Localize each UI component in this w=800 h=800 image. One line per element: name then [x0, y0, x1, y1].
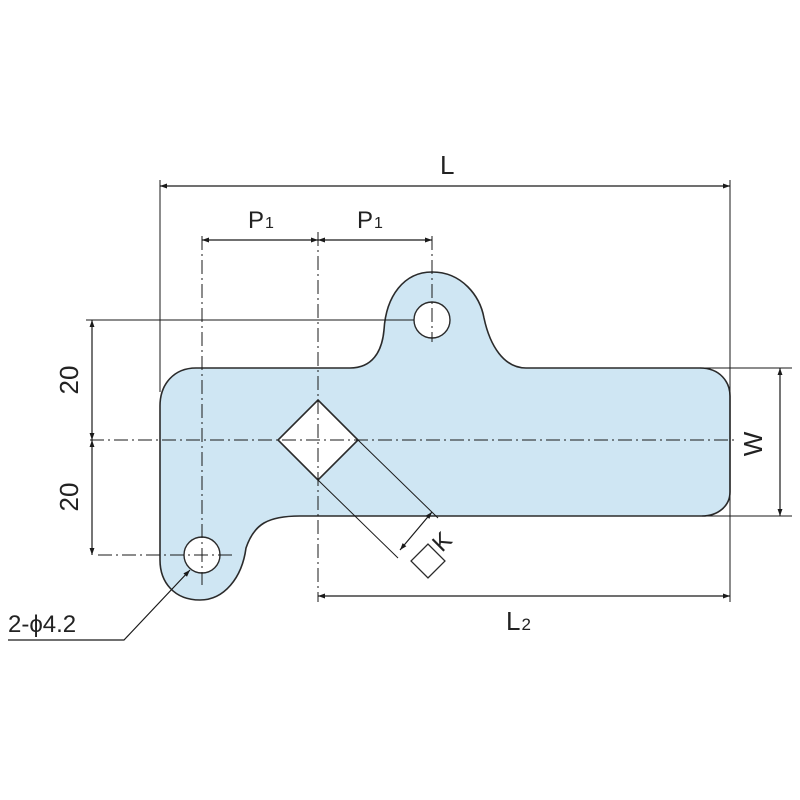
label-W: W	[738, 431, 768, 456]
label-hole-callout: 2-ϕ4.2	[8, 611, 76, 638]
label-L2: L2	[506, 606, 531, 636]
label-P1-right: P1	[357, 207, 383, 234]
label-20-lower: 20	[54, 483, 84, 512]
label-P1-left: P1	[248, 207, 274, 234]
square-symbol-icon	[410, 543, 446, 579]
dim-line-K	[399, 511, 433, 551]
label-20-upper: 20	[54, 366, 84, 395]
ext-line-square-lower	[317, 479, 399, 559]
hole-callout-leader	[8, 569, 191, 641]
ext-line-square-upper	[357, 439, 439, 519]
label-L: L	[440, 150, 454, 180]
